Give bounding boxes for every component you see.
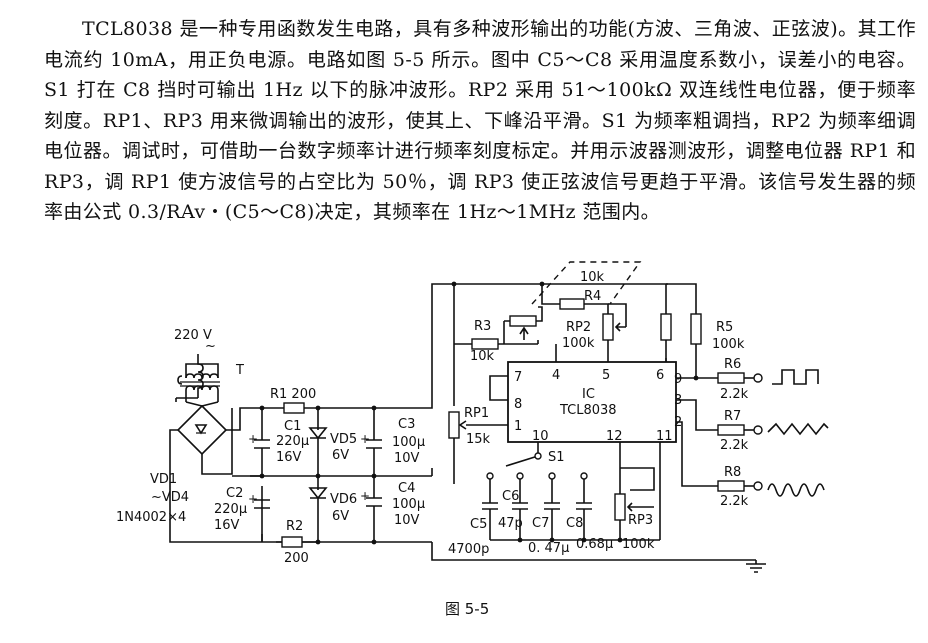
label-r7-val: 2.2k bbox=[720, 438, 749, 453]
label-4700p: 4700p bbox=[448, 542, 489, 557]
label-vd6-v: 6V bbox=[332, 509, 349, 524]
label-r2-val: 200 bbox=[284, 551, 309, 566]
resistor-r8 bbox=[717, 480, 745, 492]
description-text: TCL8038 是一种专用函数发生电路，具有多种波形输出的功能(方波、三角波、正… bbox=[44, 14, 916, 228]
range-switch: S1 C5 C6 47p C7 C8 RP3 4700p 0. 47μ 0.68… bbox=[448, 442, 661, 557]
label-rp2: RP2 bbox=[566, 320, 591, 335]
transformer: 220 V ~ T bbox=[174, 328, 244, 402]
potentiometer-rp3 bbox=[614, 493, 626, 521]
pin-6: 6 bbox=[656, 368, 664, 383]
svg-text:+: + bbox=[360, 489, 370, 503]
resistor-r5 bbox=[660, 313, 672, 341]
resistor-r6 bbox=[717, 372, 745, 384]
output-terminal-triangle[interactable] bbox=[753, 425, 763, 435]
pin-5: 5 bbox=[602, 368, 610, 383]
label-c1-v: 16V bbox=[276, 450, 302, 465]
pin-4: 4 bbox=[552, 368, 560, 383]
label-c2-val: 220μ bbox=[214, 502, 247, 517]
label-100k: 100k bbox=[622, 537, 655, 552]
label-220v: 220 V bbox=[174, 328, 212, 343]
potentiometer-rp2b bbox=[602, 313, 614, 341]
label-r6-val: 2.2k bbox=[720, 387, 749, 402]
pin-1: 1 bbox=[514, 419, 522, 434]
label-c6: C6 bbox=[502, 489, 519, 504]
label-c4: C4 bbox=[398, 481, 415, 496]
ic-body bbox=[507, 361, 677, 443]
label-rp1: RP1 bbox=[464, 406, 489, 421]
label-c4-v: 10V bbox=[394, 513, 420, 528]
label-vd6: VD6 bbox=[330, 492, 357, 507]
label-r7: R7 bbox=[724, 409, 741, 424]
output-terminal-square[interactable] bbox=[753, 373, 763, 383]
label-c7: C7 bbox=[532, 516, 549, 531]
pin-7: 7 bbox=[514, 370, 522, 385]
label-r5-val: 100k bbox=[712, 337, 745, 352]
potentiometer-rp1 bbox=[448, 411, 460, 439]
label-c6-val: 47p bbox=[498, 516, 523, 531]
pin-12: 12 bbox=[606, 429, 623, 444]
pin-8: 8 bbox=[514, 397, 522, 412]
resistor-r4 bbox=[559, 298, 585, 310]
figure-caption: 图 5-5 bbox=[445, 600, 490, 618]
switch-contact-c7[interactable] bbox=[548, 472, 556, 480]
resistor-r3 bbox=[471, 338, 499, 350]
label-r3-val: 10k bbox=[470, 349, 495, 364]
label-t: T bbox=[235, 363, 244, 378]
resistor-r1 bbox=[283, 402, 305, 414]
timing-network: 10k R4 R3 10k RP2 100k R5 100k bbox=[451, 261, 745, 378]
label-vd1: VD1 bbox=[150, 472, 177, 487]
label-c2-v: 16V bbox=[214, 518, 240, 533]
label-c4-val: 100μ bbox=[392, 497, 425, 512]
label-068: 0.68μ bbox=[576, 537, 613, 552]
label-vd4: ~VD4 bbox=[151, 490, 189, 505]
resistor-r7 bbox=[717, 424, 745, 436]
label-c5: C5 bbox=[470, 517, 487, 532]
label-vd5-v: 6V bbox=[332, 448, 349, 463]
label-r1: R1 200 bbox=[270, 387, 316, 402]
label-rp2-val: 100k bbox=[562, 336, 595, 351]
label-047: 0. 47μ bbox=[528, 541, 569, 556]
supply-section: + + + + R1 200 C1 220μ 16V VD5 6V C3 bbox=[214, 283, 766, 573]
potentiometer-rp2a bbox=[509, 315, 537, 327]
svg-text:+: + bbox=[360, 432, 370, 446]
pin-10: 10 bbox=[532, 429, 549, 444]
bridge-rectifier: VD1 ~VD4 1N4002×4 bbox=[116, 401, 432, 543]
output-terminal-sine[interactable] bbox=[753, 481, 763, 491]
label-rp3: RP3 bbox=[628, 513, 653, 528]
resistor-r5-alt bbox=[690, 313, 702, 345]
pin-11: 11 bbox=[656, 429, 673, 444]
label-rp1-val: 15k bbox=[466, 432, 491, 447]
svg-text:+: + bbox=[248, 432, 258, 446]
label-r6: R6 bbox=[724, 357, 741, 372]
label-c3: C3 bbox=[398, 417, 415, 432]
label-r8: R8 bbox=[724, 465, 741, 480]
label-tilde: ~ bbox=[205, 339, 216, 354]
label-1n4002: 1N4002×4 bbox=[116, 510, 186, 525]
label-r2: R2 bbox=[286, 519, 303, 534]
label-c1: C1 bbox=[284, 419, 301, 434]
label-s1: S1 bbox=[548, 450, 565, 465]
switch-contact-c5[interactable] bbox=[486, 472, 494, 480]
label-c2: C2 bbox=[226, 486, 243, 501]
switch-contact-c6[interactable] bbox=[516, 472, 524, 480]
label-r4-val: 10k bbox=[580, 270, 605, 285]
svg-text:+: + bbox=[248, 492, 258, 506]
label-c8: C8 bbox=[566, 516, 583, 531]
label-r8-val: 2.2k bbox=[720, 494, 749, 509]
label-r4: R4 bbox=[584, 289, 601, 304]
pin-9: 9 bbox=[674, 372, 682, 387]
label-ic: IC bbox=[582, 387, 595, 402]
ic-tcl8038: IC TCL8038 7 4 5 6 8 1 10 12 11 9 3 2 RP… bbox=[448, 340, 829, 509]
label-r5: R5 bbox=[716, 320, 733, 335]
label-c1-val: 220μ bbox=[276, 434, 309, 449]
description-paragraph: TCL8038 是一种专用函数发生电路，具有多种波形输出的功能(方波、三角波、正… bbox=[44, 18, 916, 223]
label-ic-name: TCL8038 bbox=[559, 403, 617, 418]
label-c3-v: 10V bbox=[394, 451, 420, 466]
label-c3-val: 100μ bbox=[392, 435, 425, 450]
resistor-r2 bbox=[281, 536, 303, 548]
label-r3: R3 bbox=[474, 319, 491, 334]
label-vd5: VD5 bbox=[330, 432, 357, 447]
switch-contact-c8[interactable] bbox=[580, 472, 588, 480]
